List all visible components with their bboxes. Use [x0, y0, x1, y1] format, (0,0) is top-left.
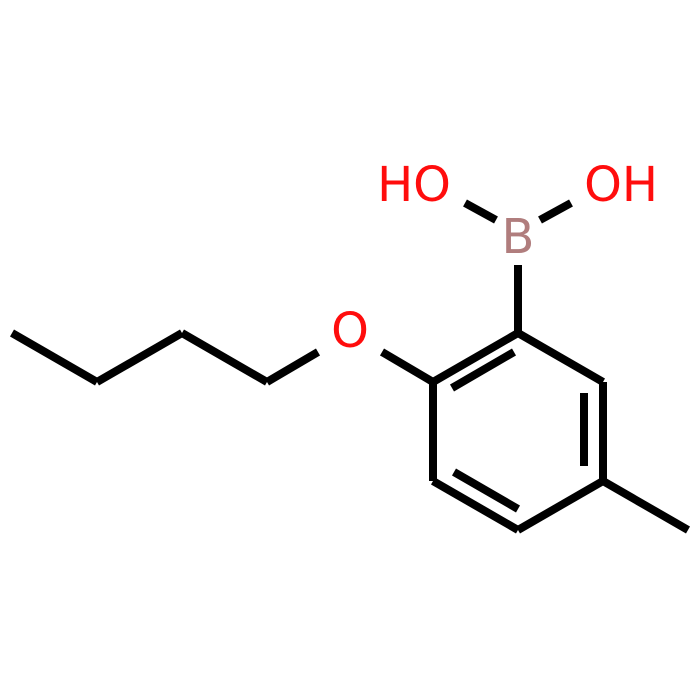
bond-boron-hydroxyl-right — [538, 199, 573, 224]
bond-methyl — [601, 477, 690, 534]
atom-label-hydroxyl-left: HO — [377, 157, 451, 213]
bond-ring-c4-c5 — [516, 477, 605, 534]
bond-ring-double-c1-c2 — [449, 348, 517, 392]
bond-butyl-c3-c2 — [95, 329, 184, 386]
bond-oxygen-ring — [379, 348, 436, 386]
bond-ring-c2-c3 — [516, 329, 605, 386]
atom-label-boron: B — [502, 209, 535, 265]
bond-ring-double-c5-c6 — [451, 468, 521, 513]
atom-label-hydroxyl-right: OH — [584, 157, 658, 213]
bond-butyl-c1-oxygen — [264, 348, 321, 386]
bond-butyl-c2-c1 — [180, 329, 269, 386]
bond-ring-c5-c6 — [431, 477, 520, 534]
bond-ring-c1-c2 — [431, 329, 520, 386]
bond-butyl-c4-c3 — [10, 329, 99, 386]
bond-boron-hydroxyl-left — [463, 199, 498, 224]
atom-label-ether-oxygen: O — [331, 303, 369, 359]
